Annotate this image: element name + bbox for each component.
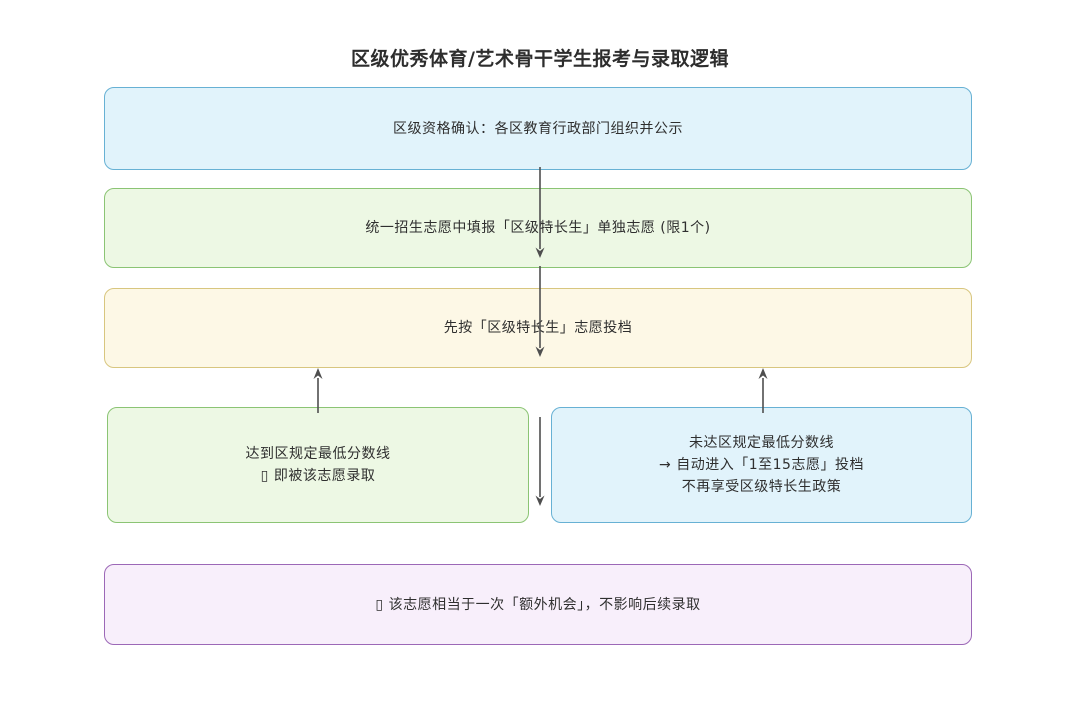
outcome-fail-line2: → 自动进入「1至15志愿」投档	[659, 457, 864, 473]
flow-box-unified-application-text: 统一招生志愿中填报「区级特长生」单独志愿 (限1个)	[365, 220, 711, 236]
arrow-outcomes-to-note	[535, 417, 545, 506]
flow-box-district-qualification: 区级资格确认：各区教育行政部门组织并公示	[104, 87, 972, 170]
flow-box-district-qualification-text: 区级资格确认：各区教育行政部门组织并公示	[393, 120, 683, 137]
outcome-fail-line3: 不再享受区级特长生政策	[681, 479, 842, 495]
diagram-title: 区级优秀体育/艺术骨干学生报考与录取逻辑	[351, 48, 729, 70]
flow-box-priority-filing-text: 先按「区级特长生」志愿投档	[443, 320, 633, 336]
outcome-pass-line2: ▯ 即被该志愿录取	[260, 468, 376, 484]
flow-box-priority-filing: 先按「区级特长生」志愿投档	[104, 288, 972, 368]
outcome-fail-line1: 未达区规定最低分数线	[689, 435, 834, 451]
flow-box-extra-chance-note-text: ▯ 该志愿相当于一次「额外机会」，不影响后续录取	[375, 596, 701, 613]
flow-box-outcome-pass: 达到区规定最低分数线 ▯ 即被该志愿录取	[107, 407, 529, 523]
outcome-pass-line1: 达到区规定最低分数线	[245, 446, 391, 462]
flow-box-extra-chance-note: ▯ 该志愿相当于一次「额外机会」，不影响后续录取	[104, 564, 972, 645]
flow-box-unified-application: 统一招生志愿中填报「区级特长生」单独志愿 (限1个)	[104, 188, 972, 268]
flow-box-outcome-fail: 未达区规定最低分数线 → 自动进入「1至15志愿」投档 不再享受区级特长生政策	[551, 407, 972, 523]
